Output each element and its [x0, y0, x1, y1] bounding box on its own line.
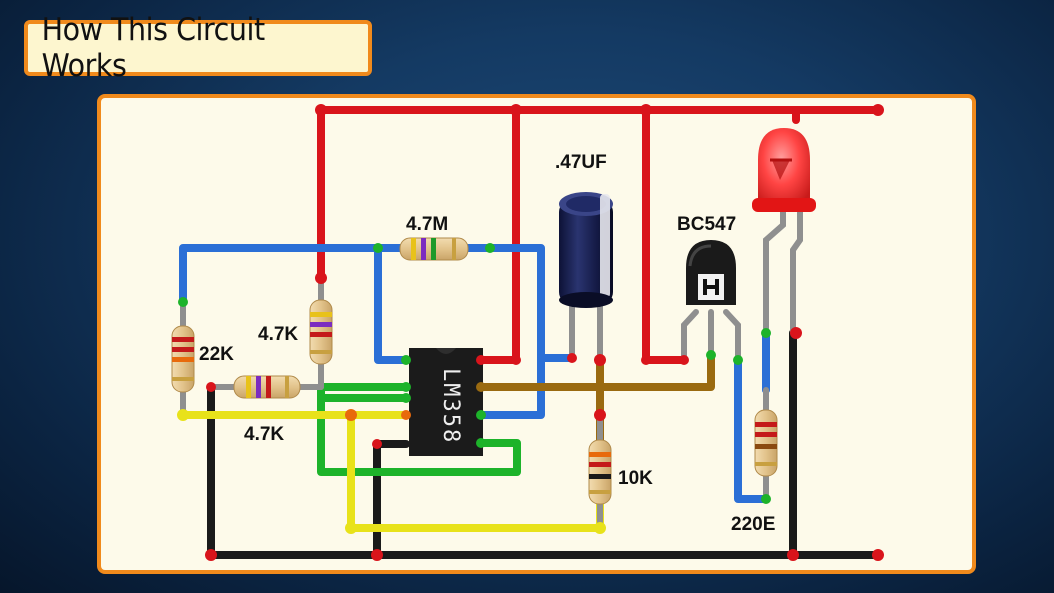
- ic-chip: LM358: [409, 348, 483, 456]
- transistor-label: BC547: [677, 214, 736, 235]
- circuit-board: [97, 94, 976, 574]
- title-box: How This Circuit Works: [24, 12, 372, 84]
- resistor-22k-label: 22K: [199, 344, 234, 365]
- resistor-4-7m: [399, 237, 469, 261]
- resistor-4-7m-label: 4.7M: [406, 214, 448, 235]
- resistor-220e: [754, 409, 778, 477]
- ic-label: LM358: [438, 368, 463, 444]
- resistor-22k: [171, 325, 195, 393]
- brown-wire: [477, 351, 715, 444]
- led: [752, 128, 816, 212]
- resistor-4-7k-divider-label: 4.7K: [258, 324, 298, 345]
- resistor-4-7k-input: [233, 375, 301, 399]
- resistor-10k-label: 10K: [618, 468, 653, 489]
- capacitor: [559, 192, 613, 308]
- resistor-4-7k-input-label: 4.7K: [244, 424, 284, 445]
- page-title: How This Circuit Works: [41, 12, 266, 84]
- capacitor-label: .47UF: [555, 152, 607, 173]
- junction-dots: [177, 104, 884, 561]
- green-wire: [317, 383, 521, 476]
- resistor-220e-label: 220E: [731, 514, 775, 535]
- resistor-10k: [588, 439, 612, 505]
- transistor: [686, 240, 736, 305]
- resistor-4-7k-divider: [309, 299, 333, 365]
